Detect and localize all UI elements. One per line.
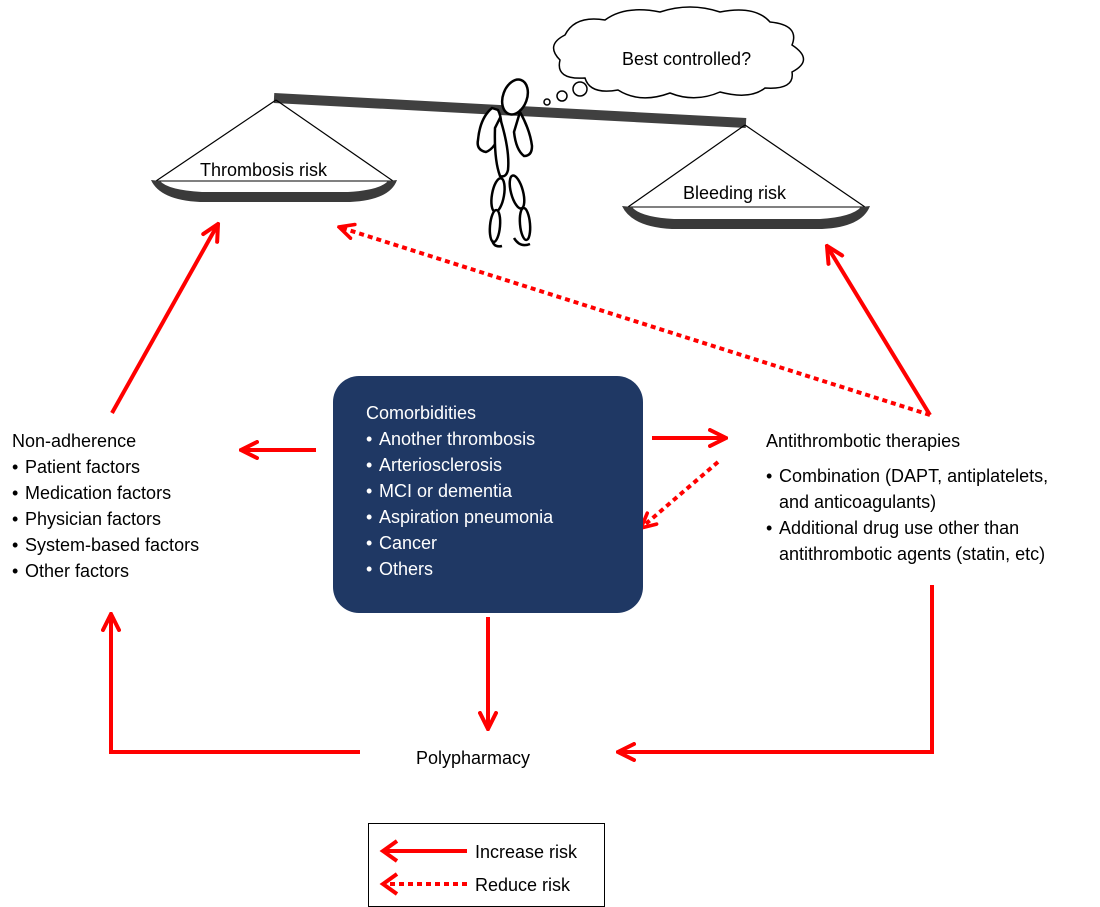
legend-reduce-label: Reduce risk: [475, 875, 571, 895]
arrow-polypharmacy-to-nonadherence: [111, 614, 360, 754]
list-item: Arteriosclerosis: [366, 452, 553, 478]
nonadherence-block: Non-adherence Patient factors Medication…: [12, 428, 199, 584]
dotted-arrow-icon: [379, 872, 467, 896]
list-item: Other factors: [12, 558, 199, 584]
dotted-arrow-antithrombotic-to-comorbidities: [641, 460, 720, 528]
antithrombotic-list: Combination (DAPT, antiplatelets, and an…: [766, 463, 1048, 567]
thought-cloud: [543, 6, 805, 106]
list-item: Physician factors: [12, 506, 199, 532]
nonadherence-list: Patient factors Medication factors Physi…: [12, 454, 199, 584]
list-item: MCI or dementia: [366, 478, 553, 504]
figure-icon: [476, 78, 534, 248]
thrombosis-risk-label: Thrombosis risk: [200, 160, 328, 180]
arrow-antithrombotic-to-polypharmacy: [618, 585, 934, 752]
legend-reduce: Reduce risk: [369, 871, 606, 899]
comorbidities-title: Comorbidities: [366, 403, 477, 423]
comorbidities-box: Comorbidities Another thrombosis Arterio…: [333, 376, 643, 613]
antithrombotic-title: Antithrombotic therapies: [766, 431, 961, 451]
bleeding-pan: [622, 124, 870, 229]
list-item: Others: [366, 556, 553, 582]
arrow-antithrombotic-to-bleeding: [827, 246, 932, 417]
list-item: Patient factors: [12, 454, 199, 480]
arrow-nonadherence-to-thrombosis: [110, 224, 218, 414]
antithrombotic-block: Antithrombotic therapies Combination (DA…: [766, 428, 1048, 567]
list-item: Medication factors: [12, 480, 199, 506]
list-item: Additional drug use other than antithrom…: [766, 515, 1048, 567]
nonadherence-title: Non-adherence: [12, 431, 137, 451]
list-item: Aspiration pneumonia: [366, 504, 553, 530]
legend-increase-label: Increase risk: [475, 842, 578, 862]
list-item: Cancer: [366, 530, 553, 556]
polypharmacy-label: Polypharmacy: [416, 748, 531, 768]
list-item: System-based factors: [12, 532, 199, 558]
solid-arrow-icon: [379, 839, 467, 863]
list-item-line: antithrombotic agents (statin, etc): [779, 544, 1046, 564]
list-item-line: and anticoagulants): [779, 492, 937, 512]
legend-increase: Increase risk: [369, 838, 606, 866]
comorbidities-list: Another thrombosis Arteriosclerosis MCI …: [366, 426, 553, 582]
list-item: Another thrombosis: [366, 426, 553, 452]
list-item-line: Combination (DAPT, antiplatelets,: [779, 466, 1049, 486]
list-item-line: Additional drug use other than: [779, 518, 1020, 538]
thrombosis-pan: [151, 99, 397, 202]
list-item: Combination (DAPT, antiplatelets, and an…: [766, 463, 1048, 515]
bleeding-risk-label: Bleeding risk: [683, 183, 787, 203]
legend: Increase risk Reduce risk: [368, 823, 605, 907]
dotted-arrow-antithrombotic-to-thrombosis: [339, 227, 931, 417]
thought-text: Best controlled?: [622, 49, 752, 69]
